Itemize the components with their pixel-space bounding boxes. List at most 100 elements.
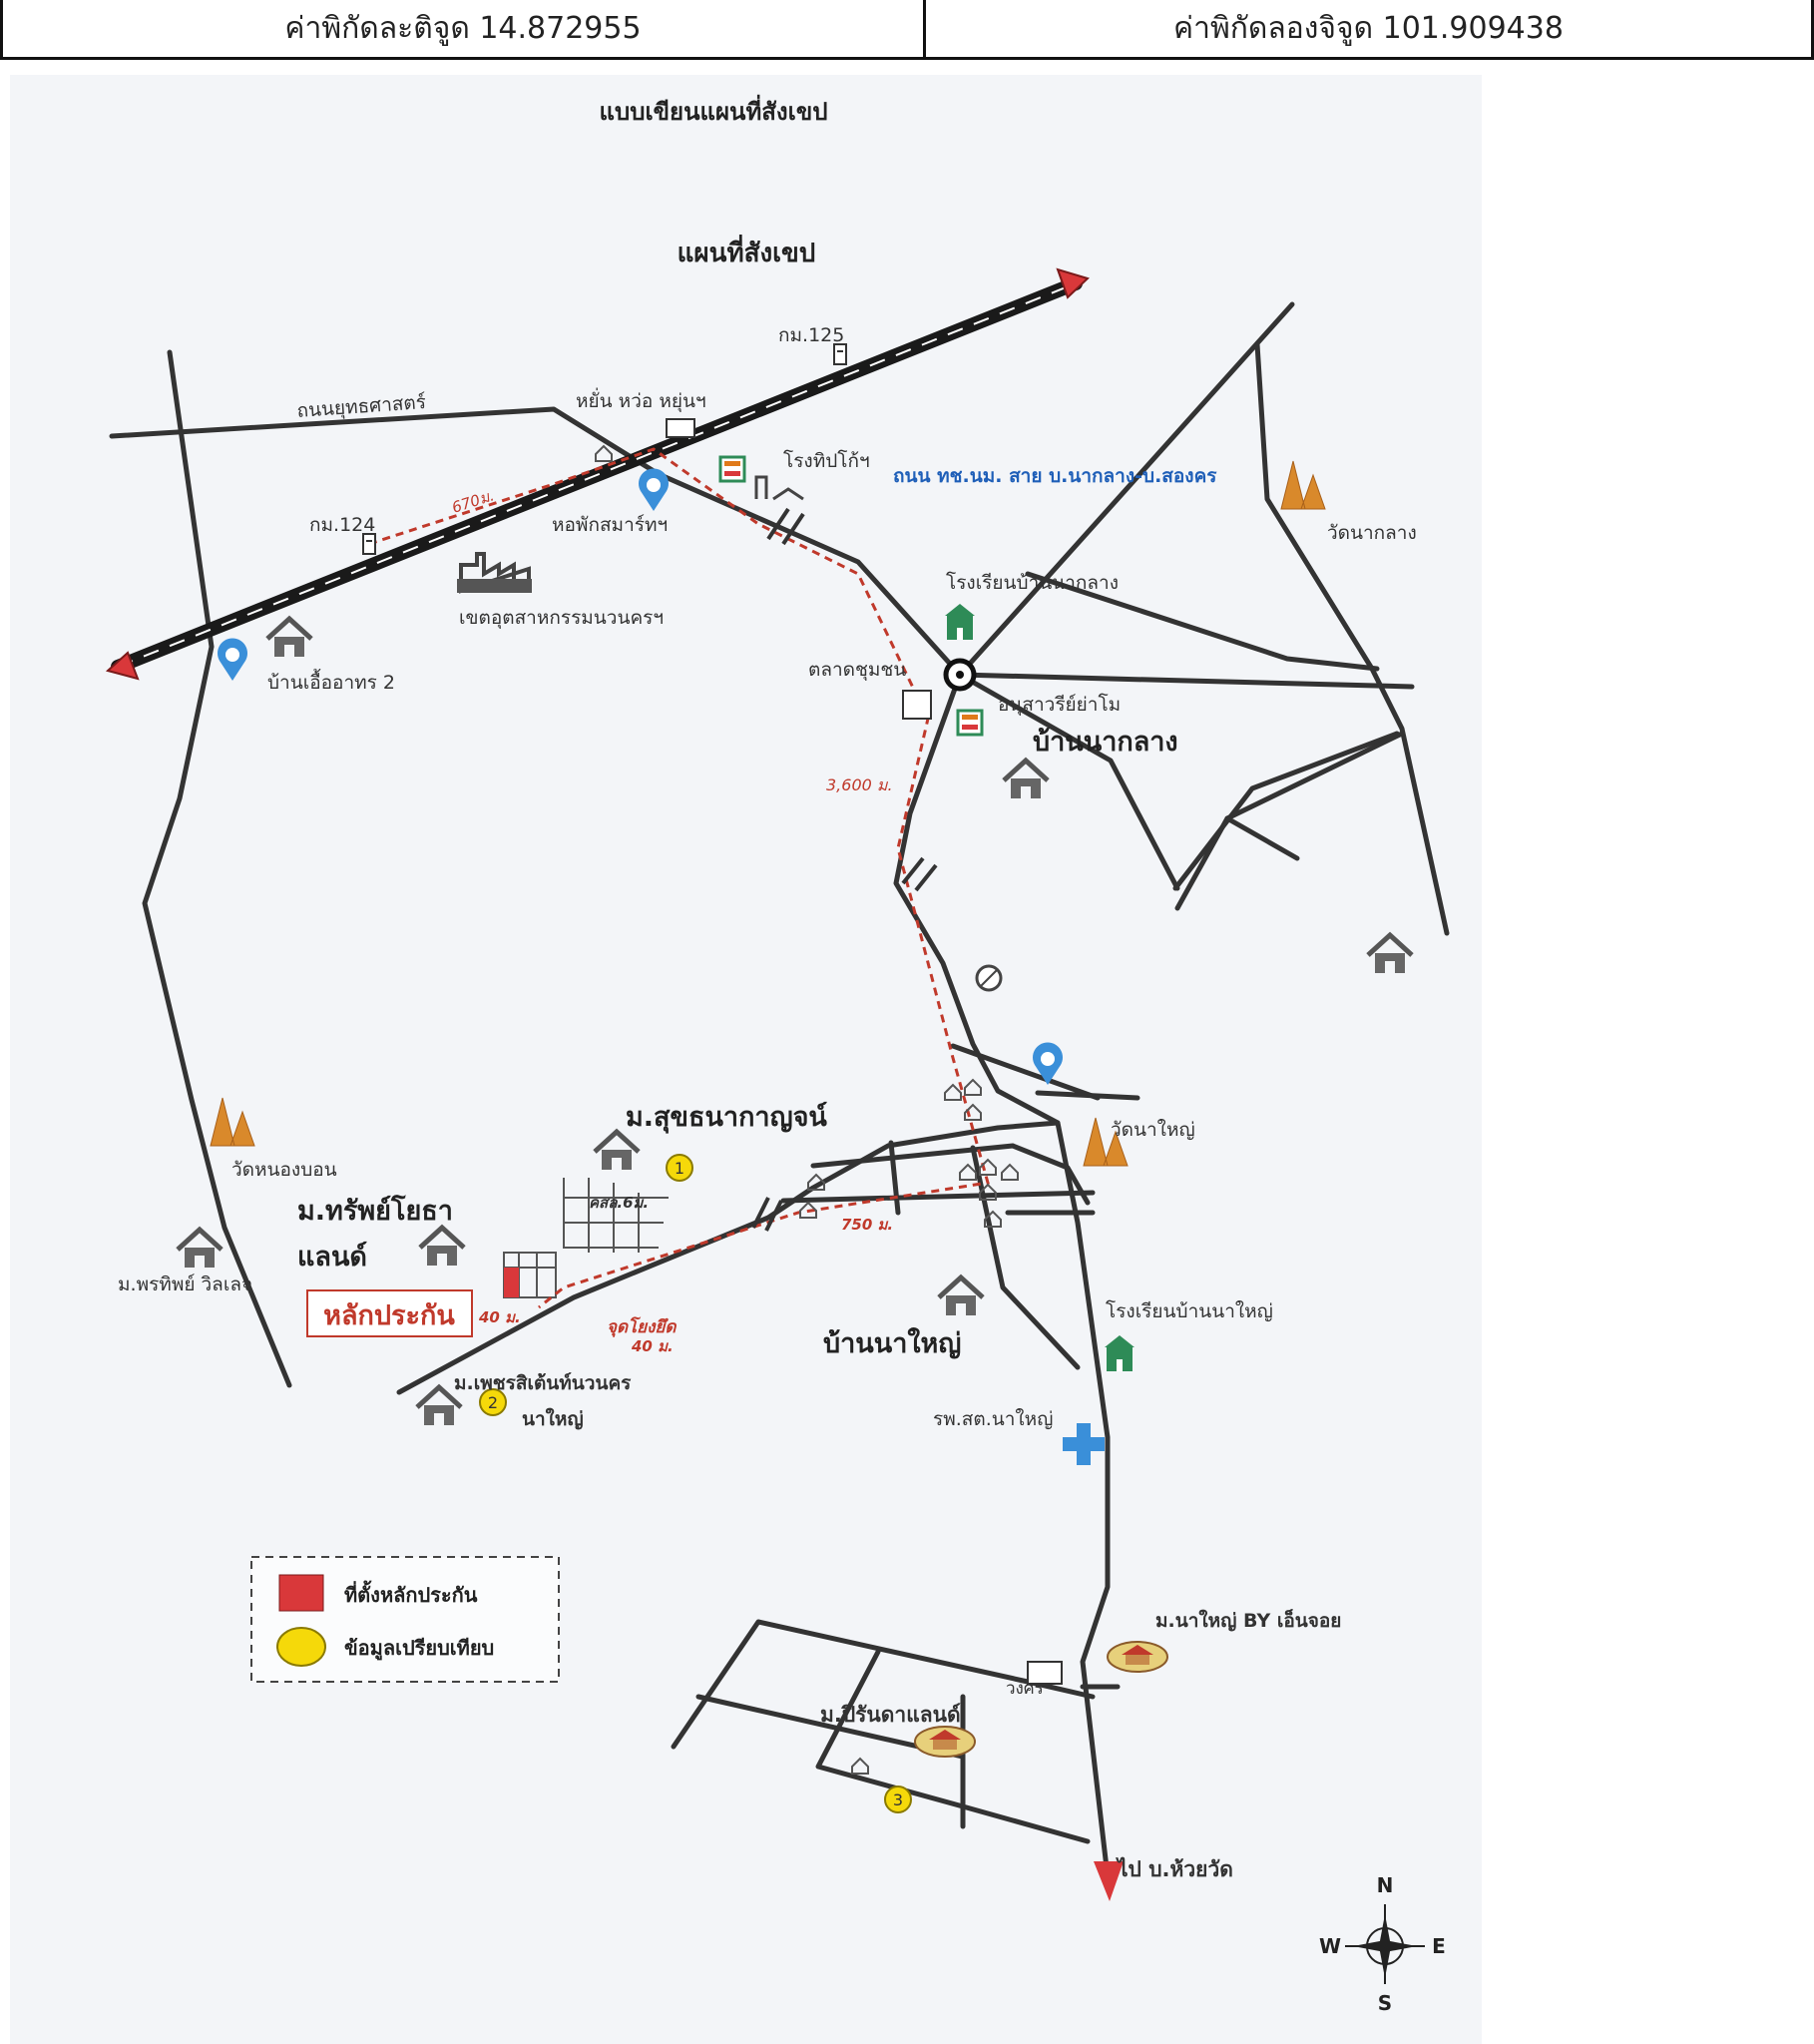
road-nayai-2 [780, 1190, 1096, 1204]
label-dist-40a: 40 ม. [478, 1308, 521, 1326]
road-grid-5 [1224, 815, 1300, 861]
roundabout-box [1027, 1661, 1063, 1685]
label-curve: จุดโยงยึด [607, 1316, 677, 1337]
label-market: ตลาดชุมชน [808, 659, 906, 682]
collateral-marker [504, 1268, 519, 1297]
convenience-store-icon [718, 455, 746, 483]
label-moo-nayai-by: ม.นาใหญ่ BY เอ็นจอย [1155, 1608, 1341, 1632]
compass-rose: N S E W [1319, 1873, 1446, 2015]
road-grid-4 [1025, 571, 1380, 672]
legend-comparison-swatch [276, 1627, 326, 1667]
road-yutthasat [109, 406, 963, 678]
label-ban-naklang: บ้านนากลาง [1033, 727, 1178, 758]
road-south-grid-1 [671, 1619, 1096, 1750]
market-box [902, 690, 932, 720]
marker-number: 2 [488, 1393, 498, 1412]
label-monument: อนุสาวรีย์ย่าโม [998, 693, 1121, 717]
label-ban-nayai: บ้านนาใหญ่ [823, 1327, 961, 1359]
factory-icon [457, 552, 532, 594]
label-wat-nongbon: วัดหนองบอน [231, 1159, 337, 1181]
road-nayai-4 [888, 1140, 901, 1216]
house-icon [178, 1230, 222, 1268]
legend-comparison-label: ข้อมูลเปรียบเทียบ [344, 1636, 494, 1662]
road-main-south [893, 672, 1111, 1879]
marker-number: 1 [675, 1159, 684, 1178]
house-icon [267, 619, 311, 657]
latitude-cell: ค่าพิกัดละติจูด 14.872955 [0, 0, 926, 60]
road-nayai-1 [396, 1120, 1061, 1395]
label-wat-naklang: วัดนากลาง [1327, 522, 1417, 544]
school-icon [945, 604, 975, 640]
map-title: แผนที่สังเขป [678, 234, 816, 268]
road-south-grid-3 [815, 1649, 1091, 1844]
label-moo-phet-1: ม.เพชรสิเต้นท์นวนคร [454, 1372, 632, 1394]
house-icon [1368, 935, 1412, 973]
route [368, 447, 990, 1309]
label-km124: กม.124 [309, 514, 375, 536]
comparison-marker-2: 2 [479, 1388, 507, 1416]
road-nayai-3 [810, 1143, 1091, 1206]
km-post-icon [362, 533, 376, 555]
map-pin-icon [218, 638, 247, 681]
label-moo-piranda: ม.ปิรันดาแลนด์ [820, 1703, 961, 1727]
road-grid-2 [1172, 731, 1400, 891]
gas-station-icon [975, 964, 1003, 992]
compass-s: S [1378, 1991, 1392, 2015]
road-nayai-5 [970, 1145, 1081, 1370]
label-road-blue: ถนน ทช.นม. สาย บ.นากลาง-บ.สองคร [893, 465, 1217, 487]
map-sheet [10, 75, 1482, 2044]
label-to-huaiwat: ไป บ.ห้วยวัด [1116, 1856, 1233, 1881]
label-collateral: หลักประกัน [323, 1300, 455, 1331]
legend-collateral-swatch [278, 1574, 324, 1612]
hospital-icon [1063, 1423, 1105, 1465]
legend-collateral-label: ที่ตั้งหลักประกัน [344, 1580, 478, 1607]
road-west [142, 349, 292, 1388]
latitude-label: ค่าพิกัดละติจูด 14.872955 [284, 11, 642, 46]
resort-icon [914, 1726, 976, 1758]
label-crossing: หยั่น หว่อ หยุ่นฯ [576, 387, 706, 413]
compass-e: E [1432, 1934, 1446, 1958]
highway [105, 267, 1090, 681]
temple-icon [1280, 460, 1326, 510]
house-icon [939, 1278, 983, 1315]
label-wat-nayai: วัดนาใหญ่ [1111, 1119, 1195, 1141]
compass-n: N [1377, 1873, 1394, 1897]
label-dist-6m: คสล.6ม. [589, 1194, 649, 1212]
house-icon [1004, 761, 1048, 798]
compass-w: W [1319, 1934, 1341, 1958]
label-school-naklang: โรงเรียนบ้านนากลาง [946, 571, 1119, 594]
label-moo-suksom: ม.สุขธนากาญจน์ [626, 1101, 827, 1134]
km-post-icon [833, 343, 847, 365]
map-pin-icon [639, 468, 669, 511]
label-moo-sap-1: ม.ทรัพย์โยธา [297, 1194, 453, 1227]
marker-number: 3 [893, 1790, 903, 1809]
comparison-marker-3: 3 [884, 1786, 912, 1813]
road-ne [957, 301, 1295, 678]
label-dorm: หอพักสมาร์ทฯ [552, 514, 668, 536]
label-school-nayai: โรงเรียนบ้านนาใหญ่ [1106, 1299, 1273, 1322]
road-e [957, 672, 1415, 690]
longitude-label: ค่าพิกัดลองจิจูด 101.909438 [1173, 11, 1564, 46]
label-moo-phrathip: ม.พรทิพย์ วิลเลจ [118, 1274, 252, 1295]
label-km125: กม.125 [778, 324, 844, 346]
legend: ที่ตั้งหลักประกัน ข้อมูลเปรียบเทียบ [250, 1556, 560, 1683]
crossing-box [666, 418, 695, 438]
estate-grid [503, 1178, 669, 1298]
house-icon [420, 1228, 464, 1266]
label-dist-3600: 3,600 ม. [826, 775, 893, 794]
temple-icon [210, 1097, 255, 1147]
sheet-title: แบบเขียนแผนที่สังเขป [600, 94, 828, 126]
coordinates-header: ค่าพิกัดละติจูด 14.872955 ค่าพิกัดลองจิจ… [0, 0, 1814, 66]
label-moo-phet-2: นาใหญ่ [522, 1407, 584, 1430]
label-tops: โรงทิปโก้ฯ [783, 449, 870, 472]
label-roundabout: วงศร [1006, 1679, 1044, 1699]
label-ban-ua: บ้านเอื้ออาทร 2 [267, 669, 395, 694]
house-icon [595, 1132, 639, 1170]
resort-icon [1107, 1641, 1168, 1673]
road-nayai-8 [1035, 1090, 1140, 1101]
road-grid-1 [1254, 341, 1450, 936]
school-icon [1105, 1335, 1134, 1371]
longitude-cell: ค่าพิกัดลองจิจูด 101.909438 [923, 0, 1814, 60]
label-hospital: รพ.สต.นาใหญ่ [933, 1408, 1053, 1430]
